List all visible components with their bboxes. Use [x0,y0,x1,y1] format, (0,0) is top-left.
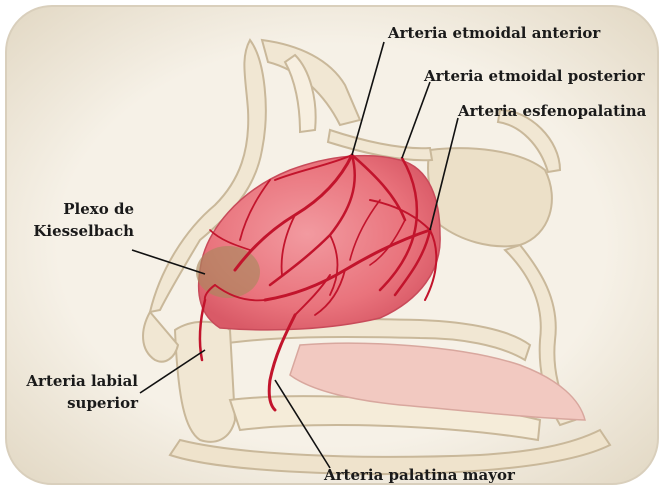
label-etmoidal-posterior: Arteria etmoidal posterior [424,67,645,86]
label-kiesselbach: Kiesselbach [14,222,134,241]
label-labial-line2: superior [8,394,138,413]
label-plexo-de: Plexo de [14,200,134,219]
label-esfenopalatina: Arteria esfenopalatina [458,102,646,121]
label-etmoidal-anterior: Arteria etmoidal anterior [388,24,600,43]
label-palatina-mayor: Arteria palatina mayor [324,466,515,485]
label-labial-line1: Arteria labial [8,372,138,391]
kiesselbach-plexus-area [196,246,260,298]
